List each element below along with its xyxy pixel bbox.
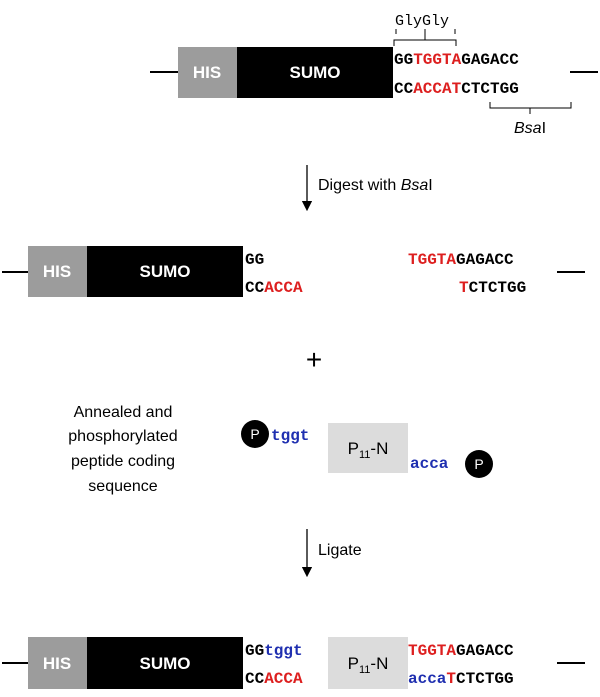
- right-bottom-strand: accaTCTCTGG: [408, 670, 514, 688]
- peptide-label-line-1: Annealed and: [74, 404, 173, 421]
- sumo-label: SUMO: [290, 63, 341, 82]
- glygly-bracket-ticks: [395, 29, 456, 34]
- insert-right-overhang: acca: [410, 455, 449, 473]
- sequence-segment: acca: [408, 670, 447, 688]
- left-top-strand: GG: [245, 251, 264, 269]
- sumo-label: SUMO: [140, 654, 191, 673]
- p11-n-box: [328, 423, 408, 473]
- right-top-strand: TGGTAGAGACC: [408, 642, 514, 660]
- sequence-segment: ACCA: [264, 670, 303, 688]
- sequence-segment: TGGTA: [408, 251, 456, 269]
- phosphate-right-icon: [465, 450, 493, 478]
- sequence-segment: CTCTGG: [461, 80, 519, 98]
- sequence-segment: ACCAT: [413, 80, 461, 98]
- his-tag-box: [28, 637, 87, 689]
- sequence-segment: CC: [245, 670, 265, 688]
- vector-construct-ligated: HIS SUMO GGtggt CCACCA P11-N TGGTAGAGACC…: [2, 637, 585, 689]
- peptide-label-line-2: phosphorylated: [68, 428, 177, 445]
- bsai-bracket: [489, 102, 572, 109]
- digest-step: Digest with BsaI: [301, 165, 433, 212]
- bsai-label: BsaI: [514, 120, 546, 137]
- ligate-step: Ligate: [301, 529, 362, 578]
- sequence-segment: T: [446, 670, 456, 688]
- sequence-segment: CC: [394, 80, 414, 98]
- sequence-segment: CTCTGG: [456, 670, 514, 688]
- sequence-segment: ACCA: [264, 279, 303, 297]
- ligate-label: Ligate: [318, 542, 362, 559]
- sumo-box: [87, 637, 243, 689]
- peptide-insert: P tggt P11-N acca P: [241, 420, 493, 478]
- sequence-top-strand: GGTGGTAGAGACC: [394, 51, 519, 69]
- sequence-segment: T: [459, 279, 469, 297]
- phosphate-left-icon: [241, 420, 269, 448]
- digest-label: Digest with BsaI: [318, 177, 433, 194]
- p11-n-box: [328, 637, 408, 689]
- plus-sign: +: [306, 344, 322, 375]
- peptide-label-line-4: sequence: [88, 478, 157, 495]
- vector-construct-digested: HIS SUMO GG CCACCA TGGTAGAGACC TCTCTGG: [2, 246, 585, 297]
- sequence-segment: GAGACC: [461, 51, 519, 69]
- his-tag-box: [178, 47, 237, 98]
- insert-left-overhang: tggt: [271, 427, 309, 445]
- right-bottom-strand: TCTCTGG: [459, 279, 526, 297]
- sequence-segment: GAGACC: [456, 251, 514, 269]
- p11-n-label: P11-N: [348, 439, 389, 461]
- sequence-segment: CC: [245, 279, 265, 297]
- his-tag-box: [28, 246, 87, 297]
- sequence-segment: TGGTA: [408, 642, 456, 660]
- phosphate-left-label: P: [250, 426, 259, 442]
- left-bottom-strand: CCACCA: [245, 670, 303, 688]
- sequence-segment: GG: [394, 51, 413, 69]
- sequence-segment: CTCTGG: [469, 279, 527, 297]
- sumo-box: [87, 246, 243, 297]
- sequence-bottom-strand: CCACCATCTCTGG: [394, 80, 519, 98]
- p11-n-label: P11-N: [348, 654, 389, 676]
- left-bottom-strand: CCACCA: [245, 279, 303, 297]
- sequence-segment: tggt: [271, 427, 309, 445]
- his-label: HIS: [43, 654, 71, 673]
- right-top-strand: TGGTAGAGACC: [408, 251, 514, 269]
- his-label: HIS: [43, 262, 71, 281]
- vector-construct-original: HIS SUMO GlyGly GGTGGTAGAGACC CCACCATCTC…: [150, 13, 598, 137]
- glygly-label: GlyGly: [395, 13, 449, 30]
- his-label: HIS: [193, 63, 221, 82]
- sumo-box: [237, 47, 393, 98]
- sequence-segment: GAGACC: [456, 642, 514, 660]
- phosphate-right-label: P: [474, 456, 483, 472]
- sequence-segment: acca: [410, 455, 449, 473]
- sequence-segment: tggt: [264, 642, 302, 660]
- peptide-label-line-3: peptide coding: [71, 453, 175, 470]
- glygly-bracket-outer: [393, 39, 457, 46]
- left-top-strand: GGtggt: [245, 642, 303, 660]
- sequence-segment: GG: [245, 642, 264, 660]
- sequence-segment: GG: [245, 251, 264, 269]
- sequence-segment: TGGTA: [413, 51, 461, 69]
- peptide-insert-description: Annealed and phosphorylated peptide codi…: [68, 404, 177, 495]
- sumo-label: SUMO: [140, 262, 191, 281]
